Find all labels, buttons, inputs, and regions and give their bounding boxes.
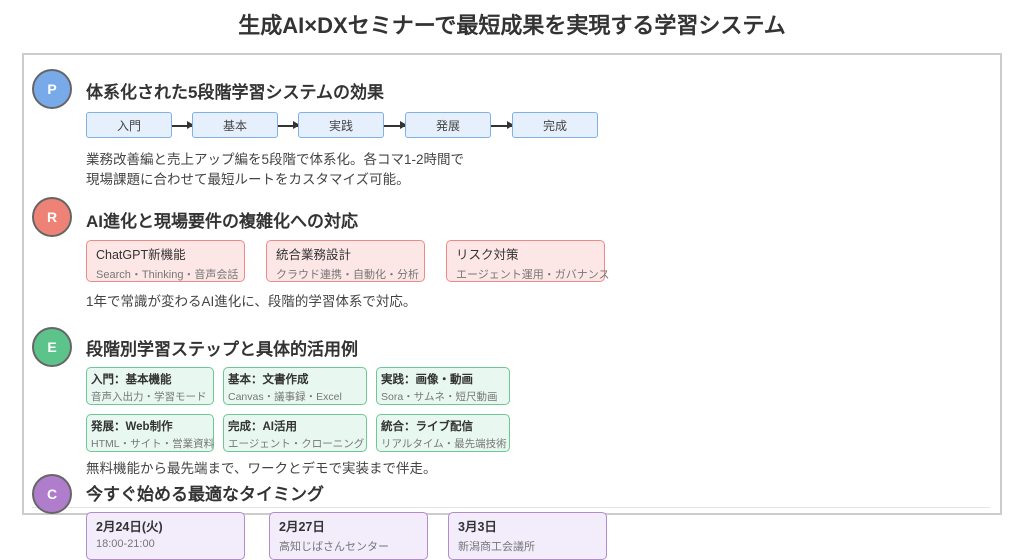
card-title: 入門：基本機能 (91, 374, 172, 386)
step-card: 基本：文書作成 Canvas・議事録・Excel (223, 367, 367, 405)
flow-step-3: 実践 (298, 112, 384, 138)
badge-r: R (32, 197, 72, 237)
flow-step-4: 発展 (405, 112, 491, 138)
card-sub: エージェント運用・ガバナンス (456, 269, 610, 281)
step-card: 実践：画像・動画 Sora・サムネ・短尺動画 (376, 367, 510, 405)
schedule-card: 3月3日新潟商工会議所 (448, 512, 607, 560)
step-card: 完成：AI活用エージェント・クローニング (223, 414, 367, 452)
card-sub: エージェント・クローニング (228, 438, 365, 450)
arrow-icon (172, 122, 194, 128)
step-card: 発展：Web制作 HTML・サイト・営業資料 (86, 414, 214, 452)
badge-p: P (32, 69, 72, 109)
flow-step-1: 入門 (86, 112, 172, 138)
card-sub: Search・Thinking・音声会話 (96, 269, 239, 281)
card-sub: 音声入出力・学習モード (91, 391, 207, 403)
challenge-card: 統合業務設計クラウド連携・自動化・分析 (266, 240, 425, 282)
step-card: 入門：基本機能音声入出力・学習モード (86, 367, 214, 405)
badge-c: C (32, 474, 72, 514)
card-title: 発展：Web制作 (91, 421, 173, 433)
card-sub: 18:00-21:00 (96, 538, 155, 550)
step-card: 統合：ライブ配信リアルタイム・最先端技術 (376, 414, 510, 452)
section-heading-c: 今すぐ始める最適なタイミング (86, 485, 324, 504)
flow-step-5: 完成 (512, 112, 598, 138)
card-title: 3月3日 (458, 520, 497, 534)
card-title: 完成：AI活用 (228, 421, 297, 433)
section-text: 1年で常識が変わるAI進化に、段階的学習体系で対応。 (86, 294, 417, 309)
card-title: 基本：文書作成 (228, 374, 309, 386)
card-sub: HTML・サイト・営業資料 (91, 438, 215, 450)
challenge-card: ChatGPT新機能 Search・Thinking・音声会話 (86, 240, 245, 282)
card-title: リスク対策 (456, 248, 519, 262)
section-heading-p: 体系化された5段階学習システムの効果 (86, 83, 384, 102)
card-sub: リアルタイム・最先端技術 (381, 438, 507, 450)
schedule-card: 2月27日高知じばさんセンター (269, 512, 428, 560)
arrow-icon (278, 122, 300, 128)
section-text: 業務改善編と売上アップ編を5段階で体系化。各コマ1-2時間で (86, 152, 465, 167)
page-title: 生成AI×DXセミナーで最短成果を実現する学習システム (238, 13, 786, 38)
badge-e: E (32, 327, 72, 367)
divider (32, 507, 990, 508)
section-heading-e: 段階別学習ステップと具体的活用例 (86, 340, 358, 359)
card-sub: クラウド連携・自動化・分析 (276, 269, 419, 281)
arrow-icon (491, 122, 514, 128)
card-title: 統合：ライブ配信 (381, 421, 473, 433)
challenge-card: リスク対策エージェント運用・ガバナンス (446, 240, 610, 282)
section-text: 無料機能から最先端まで、ワークとデモで実装まで伴走。 (86, 461, 437, 476)
flow-step-2: 基本 (192, 112, 278, 138)
card-sub: 新潟商工会議所 (458, 541, 535, 553)
arrow-icon (384, 122, 407, 128)
card-title: 2月24日(火) (96, 520, 163, 534)
section-text: 現場課題に合わせて最短ルートをカスタマイズ可能。 (86, 172, 410, 187)
schedule-card: 2月24日(火) 18:00-21:00 (86, 512, 245, 560)
card-sub: Canvas・議事録・Excel (228, 391, 342, 403)
section-heading-r: AI進化と現場要件の複雑化への対応 (86, 212, 358, 231)
card-title: ChatGPT新機能 (96, 248, 186, 262)
card-sub: 高知じばさんセンター (279, 541, 389, 553)
card-title: 実践：画像・動画 (381, 374, 473, 386)
card-sub: Sora・サムネ・短尺動画 (381, 391, 498, 403)
card-title: 2月27日 (279, 520, 325, 534)
card-title: 統合業務設計 (276, 248, 352, 262)
